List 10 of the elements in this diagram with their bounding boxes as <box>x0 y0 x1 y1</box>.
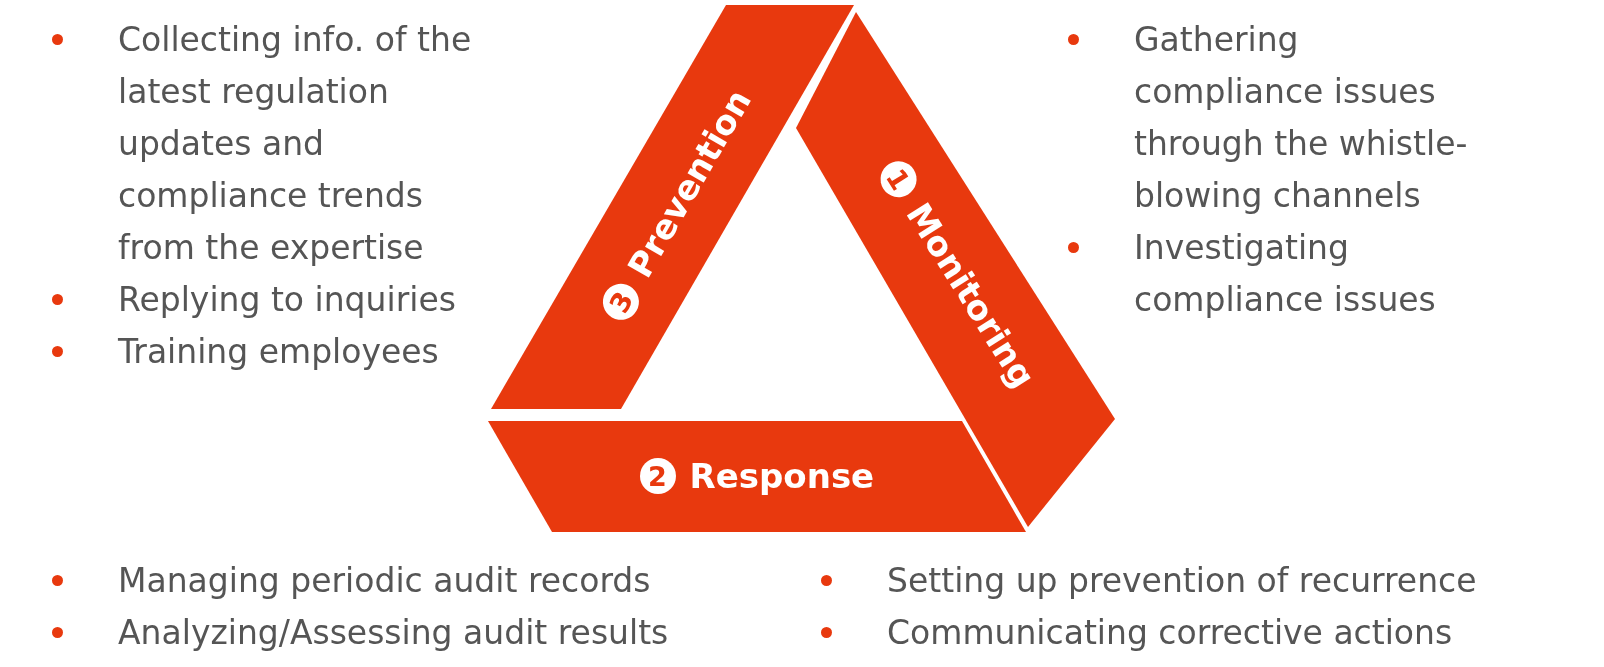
bullet-text: Gathering compliance issues through the whistle-blowing channels <box>1134 19 1469 217</box>
bullet-text: Setting up prevention of recurrence <box>887 560 1478 602</box>
bullet-text: Training employees <box>118 331 440 373</box>
bullet-text: Communicating corrective actions <box>887 612 1454 654</box>
step-title: Response <box>689 456 875 496</box>
bullet-text: Replying to inquiries <box>118 279 457 321</box>
bullet-text: Analyzing/Assessing audit results <box>118 612 670 654</box>
bullet-text: Managing periodic audit records <box>118 560 652 602</box>
bullet-text: Collecting info. of the latest regulation updates and compliance trends from the expertise <box>118 19 473 269</box>
bullet-text: Investigating compliance issues <box>1134 227 1437 321</box>
